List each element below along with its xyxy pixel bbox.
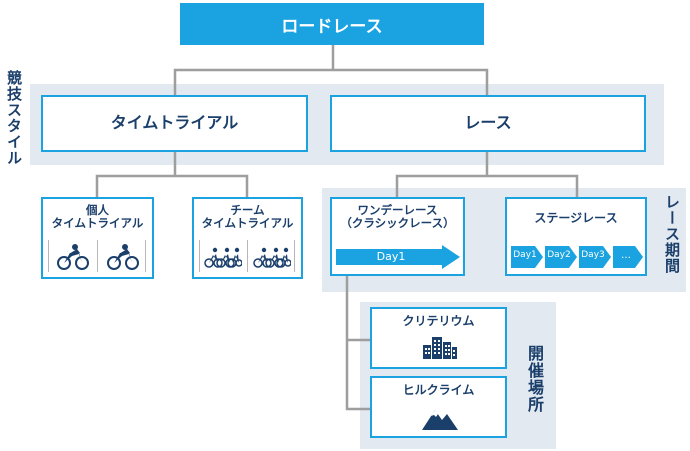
day-chevron: Day3 bbox=[579, 246, 611, 268]
race-label: レース bbox=[464, 113, 512, 133]
day-arrow-label: Day1 bbox=[376, 250, 406, 263]
team-tt-box: チーム タイムトライアル bbox=[192, 197, 303, 279]
day-chevron-label: Day1 bbox=[513, 250, 537, 260]
one-day-line1: ワンデーレース bbox=[357, 203, 438, 217]
root-box: ロードレース bbox=[180, 3, 484, 45]
stage-days: Day1 Day2 Day3 … bbox=[511, 246, 643, 268]
team-tt-line2: タイムトライアル bbox=[201, 216, 294, 231]
icon-divider bbox=[97, 240, 98, 272]
competition-style-label: 競技スタイル bbox=[5, 70, 23, 166]
time-trial-box: タイムトライアル bbox=[41, 95, 308, 152]
venue-label: 開催場所 bbox=[525, 345, 544, 413]
connector-race-branch bbox=[395, 174, 579, 197]
stage-race-label: ステージレース bbox=[534, 211, 618, 225]
hill-climb-box: ヒルクライム bbox=[370, 376, 507, 438]
day-chevron: … bbox=[613, 246, 643, 268]
one-day-race-box: ワンデーレース （クラシックレース） Day1 bbox=[330, 197, 465, 276]
day-chevron: Day2 bbox=[545, 246, 577, 268]
day-chevron-label: … bbox=[621, 250, 631, 261]
mountain-icon bbox=[422, 410, 458, 430]
icon-divider bbox=[247, 240, 248, 272]
cyclist-icon bbox=[57, 244, 89, 270]
individual-tt-line2: タイムトライアル bbox=[51, 216, 144, 231]
time-trial-label: タイムトライアル bbox=[110, 113, 239, 133]
city-buildings-icon bbox=[423, 337, 457, 359]
team-tt-line1: チーム bbox=[230, 203, 265, 217]
individual-tt-box: 個人 タイムトライアル bbox=[41, 197, 154, 279]
day-chevron: Day1 bbox=[511, 246, 543, 268]
icon-frame bbox=[199, 240, 295, 272]
race-period-label: レース期間 bbox=[663, 194, 681, 274]
day-arrow bbox=[336, 245, 460, 269]
one-day-line2: （クラシックレース） bbox=[340, 216, 455, 231]
cyclist-group-icon bbox=[204, 247, 242, 268]
hill-climb-label: ヒルクライム bbox=[402, 383, 475, 397]
day-chevron-label: Day2 bbox=[547, 250, 571, 260]
root-label: ロードレース bbox=[281, 16, 383, 37]
race-box: レース bbox=[330, 95, 646, 152]
icon-frame bbox=[48, 240, 146, 272]
connector-root-branch bbox=[173, 68, 489, 95]
connector-tt-branch bbox=[95, 174, 249, 197]
cyclist-icon bbox=[107, 244, 139, 270]
criterium-box: クリテリウム bbox=[370, 307, 507, 369]
individual-tt-line1: 個人 bbox=[86, 203, 109, 217]
cyclist-group-icon bbox=[253, 247, 291, 268]
connector-venue bbox=[345, 276, 370, 411]
stage-race-box: ステージレース Day1 Day2 Day3 … bbox=[505, 197, 647, 276]
criterium-label: クリテリウム bbox=[402, 314, 475, 328]
day-chevron-label: Day3 bbox=[581, 250, 605, 260]
